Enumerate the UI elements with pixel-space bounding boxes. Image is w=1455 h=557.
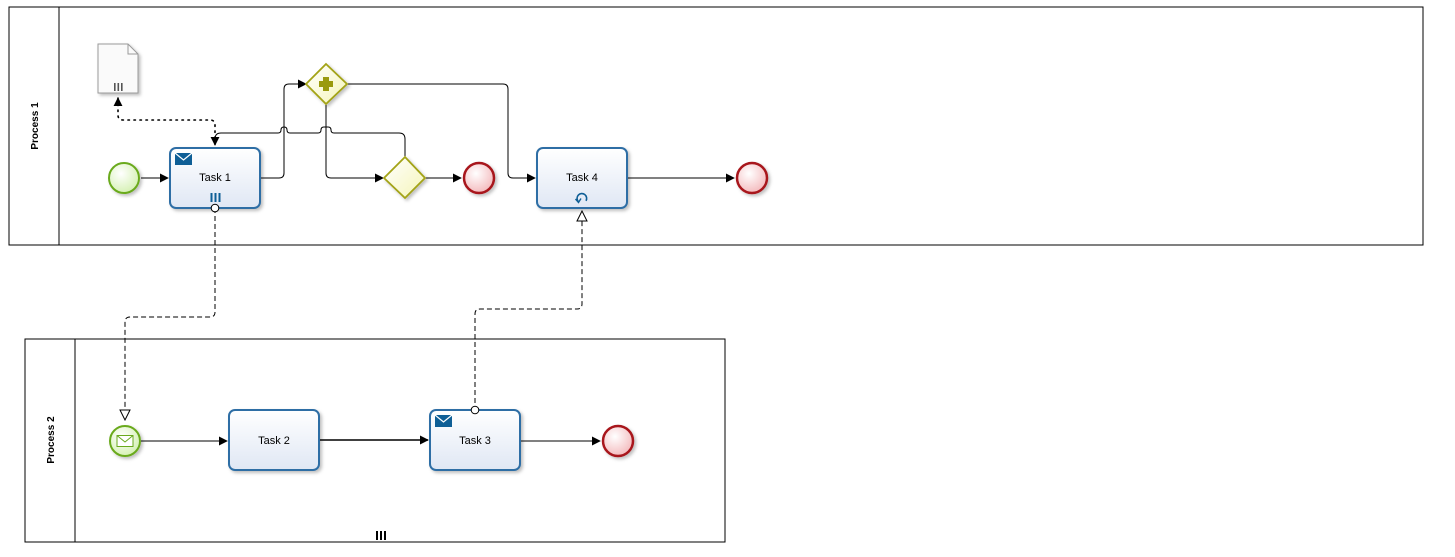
flow-parallel-gateway-to-task4: [347, 83, 536, 183]
message-flow-source-marker: [470, 405, 480, 415]
parallel-multi-instance-icon: [114, 83, 123, 91]
plus-icon: [319, 77, 333, 91]
start-event[interactable]: [108, 162, 140, 194]
data-association: [113, 97, 216, 146]
parallel-multi-instance-icon: [210, 193, 221, 202]
parallel-gateway[interactable]: [304, 62, 349, 106]
envelope-icon: [174, 152, 193, 165]
task-label: Task 3: [459, 435, 491, 447]
envelope-icon: [434, 414, 453, 427]
task-label: Task 1: [199, 172, 231, 184]
message-flow-task3-to-task4: [475, 211, 582, 411]
flow-exclusive-gateway-loop-to-task1: [210, 126, 406, 157]
message-flow-source-marker: [210, 203, 220, 213]
end-event[interactable]: [601, 424, 635, 458]
task-4[interactable]: Task 4: [536, 147, 628, 209]
pool-label-process-2: Process 2: [46, 416, 57, 464]
data-object-collection[interactable]: [97, 43, 139, 94]
loop-icon: [574, 192, 588, 204]
parallel-multi-instance-icon: [376, 531, 386, 540]
task-3[interactable]: Task 3: [429, 409, 521, 471]
pool-process-1[interactable]: Process 1: [8, 6, 1424, 246]
end-event[interactable]: [735, 161, 769, 195]
task-1[interactable]: Task 1: [169, 147, 261, 209]
message-flows: [125, 208, 582, 420]
end-event[interactable]: [462, 161, 496, 195]
exclusive-gateway[interactable]: [382, 155, 427, 200]
task-2[interactable]: Task 2: [228, 409, 320, 471]
message-start-event[interactable]: [109, 425, 141, 457]
sequence-flows-process-1: [141, 79, 735, 183]
task-label: Task 2: [258, 435, 290, 447]
flow-parallel-gateway-to-exclusive-gateway: [325, 104, 384, 183]
message-flow-task1-to-message-start: [125, 208, 215, 420]
sequence-flows-process-2: [141, 435, 601, 446]
envelope-icon: [116, 435, 134, 447]
flow-task1-to-parallel-gateway: [261, 79, 307, 179]
pool-label-process-1: Process 1: [30, 102, 41, 150]
task-label: Task 4: [566, 172, 598, 184]
